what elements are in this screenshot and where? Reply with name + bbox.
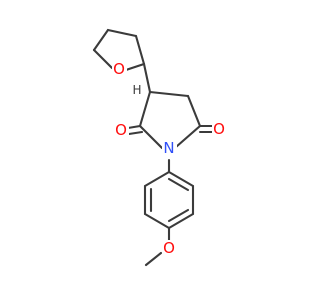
bond-ar-c4-c5 [167, 212, 195, 230]
structure-diagram: O O O N O H [92, 28, 225, 267]
bond-thf-o-c5 [92, 48, 114, 70]
bond-ar-inner-2 [167, 208, 190, 223]
bond-c2-o-left-a [126, 124, 142, 130]
imide-nitrogen-label: N [163, 139, 174, 157]
carbonyl-oxygen-right-label: O [213, 120, 225, 138]
bond-c5-n [174, 124, 202, 149]
bond-ar-c1-c2 [143, 170, 171, 188]
bond-thf-c3-c2 [134, 34, 146, 66]
bond-c2-c3 [138, 90, 152, 128]
bond-ar-c3-c4 [143, 212, 171, 230]
bond-n-c2 [138, 124, 164, 150]
carbonyl-oxygen-left-label: O [115, 121, 127, 139]
bond-c4-c5 [186, 94, 202, 128]
bond-thf-c2-o [124, 62, 146, 72]
bond-ar-c6-c1 [167, 170, 195, 188]
bond-thf-c4-c3 [106, 28, 138, 38]
bond-ether-o-methyl [144, 251, 163, 267]
stereo-hydrogen-label: H [132, 83, 141, 97]
ring-oxygen-label: O [113, 60, 125, 78]
bond-ar-inner-3 [167, 177, 190, 192]
molecule-canvas: O O O N O H [92, 28, 225, 267]
bond-c2-o-left-b [127, 130, 144, 136]
bond-c3-c4 [148, 90, 190, 98]
ether-oxygen-label: O [163, 239, 175, 257]
bond-thf-to-succinimide [142, 62, 152, 94]
bond-thf-c5-c4 [92, 28, 110, 52]
